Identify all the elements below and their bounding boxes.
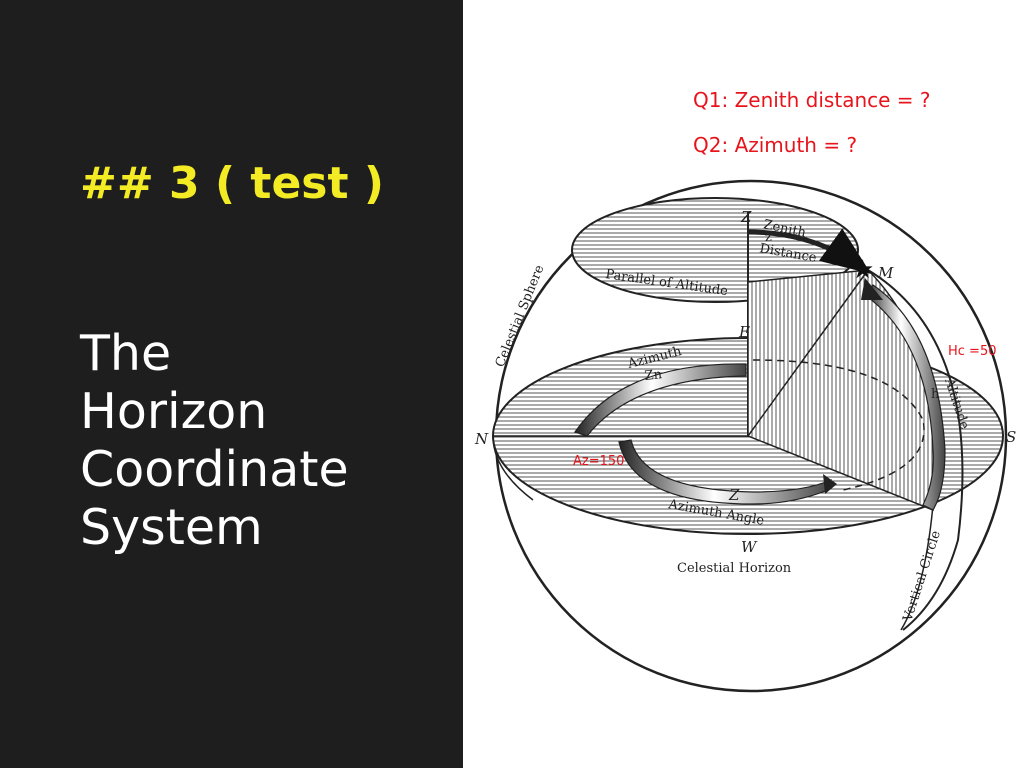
label-zn: Zn bbox=[644, 367, 664, 384]
title-line: Coordinate bbox=[80, 441, 349, 498]
label-north: N bbox=[474, 430, 489, 448]
label-zenith: Z bbox=[740, 208, 752, 226]
azimuth-arc bbox=[574, 363, 747, 437]
altitude-arc bbox=[864, 284, 946, 511]
label-celestial-horizon: Celestial Horizon bbox=[677, 561, 792, 576]
slide-title: The Horizon Coordinate System bbox=[80, 325, 349, 557]
zenith-distance-arrow bbox=[747, 228, 872, 274]
star-icon: ★ bbox=[851, 255, 874, 285]
label-south: S bbox=[1006, 428, 1016, 446]
label-star-m: M bbox=[877, 264, 894, 282]
horizon-coordinate-diagram: ★ Z Zenith z Distance M Parallel of Alti… bbox=[474, 179, 1016, 693]
question-azimuth: Q2: Azimuth = ? bbox=[693, 133, 858, 157]
question-zenith-distance: Q1: Zenith distance = ? bbox=[693, 88, 931, 112]
annotation-az: Az=150 bbox=[573, 454, 624, 469]
label-z-angle: Z bbox=[728, 486, 740, 504]
annotation-hc: Hc =50 bbox=[948, 344, 997, 359]
label-h: h bbox=[931, 387, 940, 402]
slide-heading: ## 3 ( test ) bbox=[80, 158, 384, 209]
left-panel bbox=[0, 0, 463, 768]
title-line: The bbox=[80, 325, 172, 382]
title-line: System bbox=[80, 499, 263, 556]
vertical-circle bbox=[867, 269, 964, 631]
label-east: E bbox=[738, 323, 750, 341]
label-celestial-sphere: Celestial Sphere bbox=[493, 263, 548, 370]
label-west: W bbox=[741, 538, 758, 556]
title-line: Horizon bbox=[80, 383, 268, 440]
label-zenith-distance-z: z bbox=[765, 230, 772, 245]
